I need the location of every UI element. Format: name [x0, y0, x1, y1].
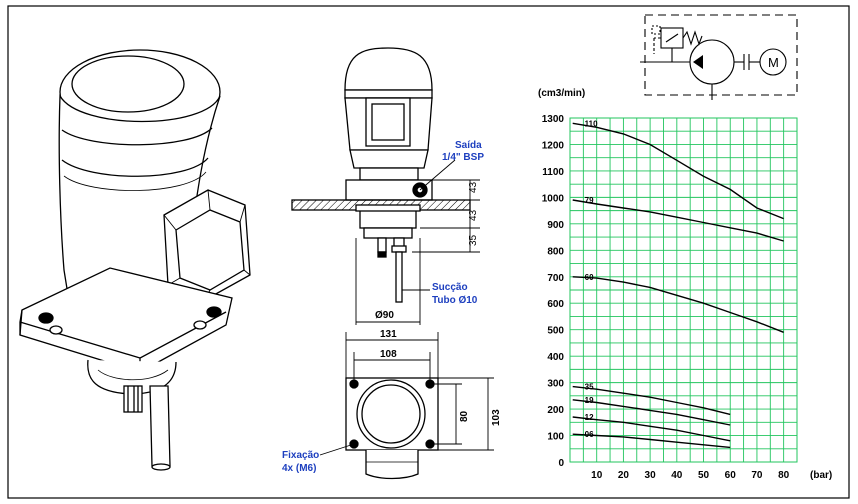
dim-diameter-90: Ø90 — [375, 310, 394, 321]
outlet-label-line2: 1/4" BSP — [442, 152, 484, 163]
flow-pressure-chart: 0 100 200 300 400 500 600 700 800 900 1000 1100 1200… — [538, 88, 832, 481]
x-tick-label: 30 — [645, 470, 657, 481]
x-tick-label: 40 — [671, 470, 683, 481]
y-tick-label: 400 — [547, 352, 564, 363]
y-tick-label: 700 — [547, 273, 564, 284]
series-label-79: 79 — [585, 196, 594, 205]
series-label-110: 110 — [585, 119, 598, 128]
x-tick-label: 20 — [618, 470, 630, 481]
y-tick-label: 1300 — [542, 114, 565, 125]
hydraulic-symbol — [640, 14, 798, 100]
y-tick-label: 800 — [547, 246, 564, 257]
isometric-motor-pump-view — [19, 49, 251, 471]
fixing-label-line1: Fixação — [282, 450, 319, 461]
dim-43-lower: 43 — [468, 209, 479, 221]
y-tick-label: 1100 — [542, 167, 564, 178]
suction-label-line2: Tubo Ø10 — [432, 295, 478, 306]
y-tick-label: 200 — [547, 405, 564, 416]
series-line-06 — [572, 433, 731, 449]
plan-dimension-lines — [319, 332, 494, 456]
dim-43-upper: 43 — [468, 181, 479, 193]
series-label-35: 35 — [585, 383, 594, 392]
outlet-label-line1: Saída — [455, 140, 482, 151]
suction-label-line1: Sucção — [432, 282, 468, 293]
series-line-60 — [572, 276, 784, 333]
series-label-60: 60 — [585, 273, 594, 282]
plan-view — [345, 377, 439, 480]
series-line-19 — [572, 399, 731, 426]
y-tick-label: 1000 — [542, 193, 565, 204]
elevation-view — [291, 47, 471, 303]
x-tick-label: 70 — [751, 470, 763, 481]
y-tick-label: 1200 — [542, 140, 565, 151]
y-tick-label: 0 — [558, 458, 564, 469]
dim-131: 131 — [380, 329, 397, 340]
x-tick-label: 60 — [725, 470, 737, 481]
motor-symbol-label: M — [768, 55, 779, 70]
x-axis-title: (bar) — [810, 470, 832, 481]
x-tick-label: 10 — [591, 470, 603, 481]
y-tick-label: 500 — [547, 326, 564, 337]
series-line-35 — [572, 385, 731, 416]
dim-103: 103 — [491, 409, 502, 426]
series-label-06: 06 — [585, 430, 594, 439]
dim-35: 35 — [468, 234, 479, 246]
series-label-19: 19 — [585, 396, 594, 405]
y-tick-label: 900 — [547, 220, 564, 231]
x-tick-label: 50 — [698, 470, 710, 481]
dim-80: 80 — [459, 410, 470, 422]
dim-108: 108 — [380, 349, 397, 360]
y-tick-label: 600 — [547, 299, 564, 310]
elevation-dimension-lines — [355, 159, 480, 325]
y-axis-title: (cm3/min) — [538, 88, 585, 99]
series-line-110 — [572, 122, 784, 220]
y-tick-label: 300 — [547, 379, 564, 390]
series-label-12: 12 — [585, 413, 594, 422]
series-line-79 — [572, 199, 784, 242]
series-line-12 — [572, 416, 731, 442]
x-tick-label: 80 — [778, 470, 790, 481]
y-tick-label: 100 — [547, 432, 564, 443]
fixing-label-line2: 4x (M6) — [282, 463, 316, 474]
